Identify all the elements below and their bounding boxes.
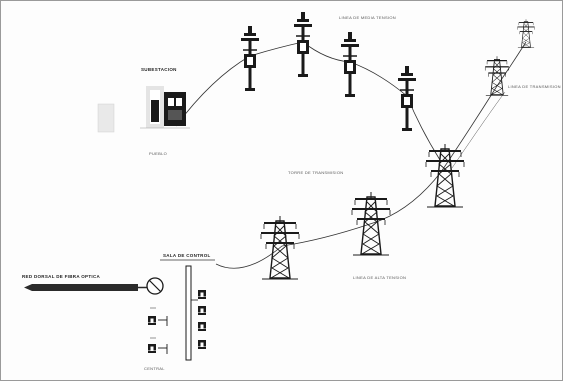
- control-room-label: SALA DE CONTROL: [163, 253, 211, 258]
- fiber-optic-cable: [24, 284, 147, 291]
- medium-voltage-line-label: LINEA DE MEDIA TENSION: [339, 15, 396, 20]
- right-tower-label: LINEA DE TRANSMISION: [508, 84, 561, 89]
- hv-tower-farthest: [517, 18, 535, 48]
- phone-icon-3: [198, 290, 206, 299]
- phone-icon-6: [198, 340, 206, 349]
- hv-tower-far: [484, 55, 510, 96]
- tower-line-label: TORRE DE TRANSMISION: [288, 170, 344, 175]
- mv-pole-2: [293, 11, 313, 78]
- phone-icon-4: [198, 306, 206, 315]
- mv-pole-1: [240, 25, 260, 92]
- substation-title-label: SUBESTACION: [141, 67, 177, 72]
- medium-voltage-conductor: [175, 41, 441, 161]
- fiber-network-label: RED DORSAL DE FIBRA OPTICA: [22, 274, 101, 279]
- high-voltage-line-label: LINEA DE ALTA TENSION: [353, 275, 407, 280]
- phone-icon-2: [148, 344, 156, 353]
- mv-pole-4: [397, 65, 417, 132]
- secondary-conductor: [451, 91, 506, 169]
- control-room-equipment: [146, 259, 215, 361]
- substation-icon: [97, 86, 190, 133]
- hv-tower-center: [425, 143, 465, 208]
- substation-caption-label: PUEBLO: [149, 151, 168, 156]
- bottom-caption-label: CENTRAL: [144, 366, 165, 371]
- phone-icon-1: [148, 316, 156, 325]
- phone-icon-5: [198, 322, 206, 331]
- high-voltage-conductor: [215, 41, 527, 269]
